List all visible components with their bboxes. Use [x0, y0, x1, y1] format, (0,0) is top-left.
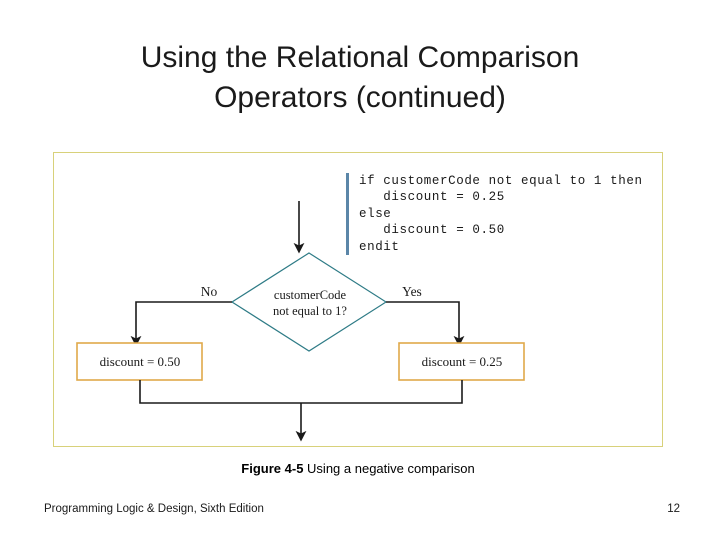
branch-label-yes: Yes	[402, 284, 422, 299]
decision-diamond	[230, 252, 388, 352]
figure-caption-label: Figure 4-5	[241, 461, 304, 476]
pseudocode-block: if customerCode not equal to 1 then disc…	[346, 173, 643, 256]
pseudocode-text: if customerCode not equal to 1 then disc…	[359, 174, 643, 254]
branch-label-no: No	[201, 284, 218, 299]
process-box-no-label: discount = 0.50	[100, 354, 181, 369]
page-title-line-1: Using the Relational Comparison	[140, 41, 580, 74]
connector-yes-branch	[386, 301, 465, 347]
figure-caption-text: Using a negative comparison	[307, 461, 475, 476]
connector-merge-left	[139, 380, 463, 404]
process-box-yes-label: discount = 0.25	[422, 354, 503, 369]
decision-label-line-2: not equal to 1?	[273, 304, 347, 318]
process-box-yes	[398, 342, 525, 381]
figure-container: customerCode not equal to 1? No Yes disc…	[53, 152, 663, 447]
footer-page-number: 12	[667, 503, 680, 515]
flowchart-diagram: customerCode not equal to 1? No Yes disc…	[76, 201, 525, 442]
decision-label-line-1: customerCode	[274, 288, 347, 302]
page-title: Using the Relational Comparison Operator…	[60, 38, 660, 118]
connector-no-branch	[130, 301, 232, 347]
footer-source: Programming Logic & Design, Sixth Editio…	[44, 503, 264, 515]
figure-caption: Figure 4-5 Using a negative comparison	[53, 461, 663, 476]
page-title-line-2: Operators (continued)	[214, 81, 506, 114]
